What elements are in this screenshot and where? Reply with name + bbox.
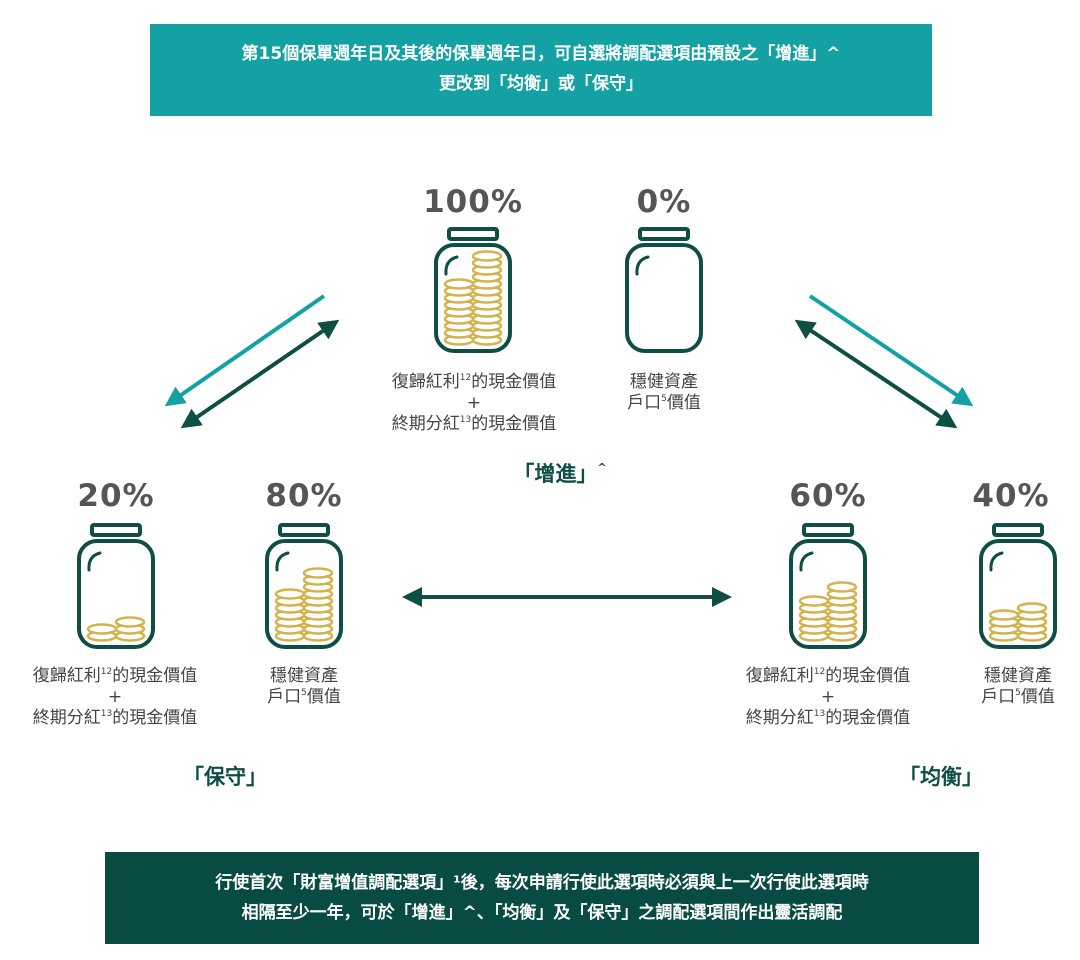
balanced-stable-asset-label: 穩健資產 戶口5價值: [981, 666, 1055, 707]
balanced-jar2-percent: 40%: [972, 478, 1050, 514]
conservative-option-name: 「保守」: [183, 765, 267, 789]
balanced-stable-asset-jar-lid: [992, 523, 1044, 537]
growth-jar2-percent: 0%: [636, 184, 692, 220]
arrow-growth-to-conservative: [164, 294, 326, 407]
conservative-stable-asset-jar-body: [265, 539, 343, 649]
balanced-dividend-label: 復歸紅利12的現金價值 + 終期分紅13的現金價值: [745, 666, 911, 728]
growth-dividend-jar-body: [434, 243, 512, 353]
growth-stable-asset-jar-lid: [638, 227, 690, 241]
growth-stable-asset-jar-highlight: [635, 255, 650, 276]
conservative-dividend-jar-highlight: [87, 551, 102, 572]
balanced-option-name: 「均衡」: [899, 765, 983, 789]
growth-dividend-jar-coin: [471, 250, 503, 262]
growth-dividend-jar-lid: [447, 227, 499, 241]
balanced-dividend-jar-body: [789, 539, 867, 649]
growth-dividend-jar: [434, 227, 512, 353]
bottom-banner-line1: 行使首次「財富增值調配選項」¹後，每次申請行使此選項時必須與上一次行使此選項時: [215, 873, 869, 893]
top-banner-line2: 更改到「均衡」或「保守」: [439, 74, 643, 94]
growth-stable-asset-jar-body: [625, 243, 703, 353]
conservative-stable-asset-jar: [265, 523, 343, 649]
top-banner: 第15個保單週年日及其後的保單週年日，可自選將調配選項由預設之「增進」^ 更改到…: [150, 24, 932, 116]
balanced-dividend-jar: [789, 523, 867, 649]
conservative-stable-asset-jar-highlight: [275, 551, 290, 572]
growth-dividend-jar-coin: [443, 278, 475, 290]
growth-stable-asset-label: 穩健資產 戶口5價值: [627, 372, 701, 413]
arrow-growth-to-balanced: [808, 294, 974, 407]
conservative-dividend-jar-body: [77, 539, 155, 649]
balanced-stable-asset-jar-coin: [988, 609, 1020, 621]
conservative-dividend-label: 復歸紅利12的現金價值 + 終期分紅13的現金價值: [32, 666, 198, 728]
conservative-dividend-jar-coin: [114, 616, 146, 628]
balanced-stable-asset-jar: [979, 523, 1057, 649]
growth-dividend-jar-highlight: [444, 255, 459, 276]
balanced-dividend-jar-lid: [802, 523, 854, 537]
balanced-dividend-jar-highlight: [799, 551, 814, 572]
growth-dividend-label: 復歸紅利12的現金價值 + 終期分紅13的現金價值: [391, 372, 557, 434]
conservative-dividend-jar-lid: [90, 523, 142, 537]
balanced-jar1-percent: 60%: [789, 478, 867, 514]
growth-option-name: 「增進」^: [513, 461, 607, 486]
growth-jar1-percent: 100%: [423, 184, 523, 220]
arrow-growth-balanced-two-way: [794, 319, 958, 429]
conservative-dividend-jar: [77, 523, 155, 649]
top-banner-line1: 第15個保單週年日及其後的保單週年日，可自選將調配選項由預設之「增進」^: [241, 44, 841, 64]
arrow-growth-conservative-two-way: [180, 319, 340, 429]
conservative-stable-asset-label: 穩健資產 戶口5價值: [267, 666, 341, 707]
balanced-dividend-jar-coin: [798, 595, 830, 607]
conservative-stable-asset-jar-lid: [278, 523, 330, 537]
balanced-stable-asset-jar-coin: [1016, 602, 1048, 614]
balanced-stable-asset-jar-highlight: [989, 551, 1004, 572]
conservative-jar1-percent: 20%: [77, 478, 155, 514]
bottom-banner-line2: 相隔至少一年，可於「增進」^、「均衡」及「保守」之調配選項間作出靈活調配: [241, 903, 843, 923]
bottom-banner: 行使首次「財富增值調配選項」¹後，每次申請行使此選項時必須與上一次行使此選項時 …: [105, 852, 979, 944]
balanced-stable-asset-jar-body: [979, 539, 1057, 649]
conservative-stable-asset-jar-coin: [302, 567, 334, 579]
conservative-dividend-jar-coin: [86, 623, 118, 635]
balanced-dividend-jar-coin: [826, 581, 858, 593]
conservative-jar2-percent: 80%: [265, 478, 343, 514]
conservative-stable-asset-jar-coin: [274, 588, 306, 600]
growth-stable-asset-jar: [625, 227, 703, 353]
